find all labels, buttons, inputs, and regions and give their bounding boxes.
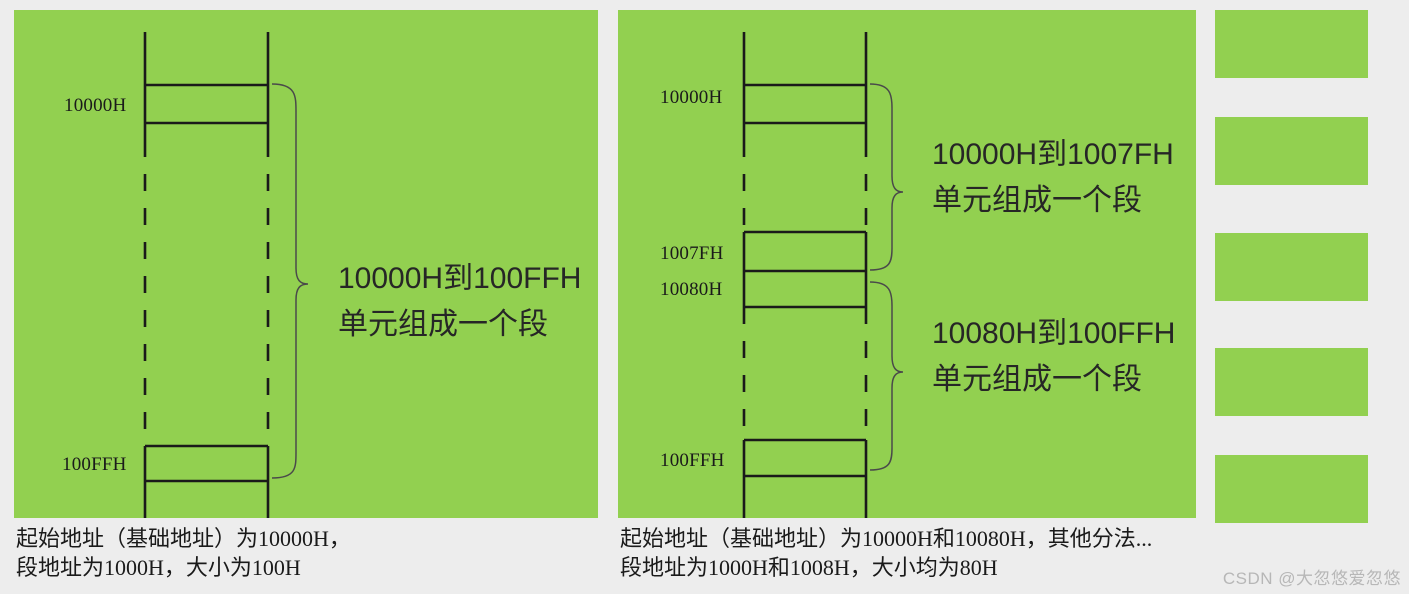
left-annotation-line-1: 10000H到100FFH bbox=[338, 262, 582, 295]
right-segment-2-annotation-line-2: 单元组成一个段 bbox=[932, 363, 1142, 396]
right-caption-line-2: 段地址为1000H和1008H，大小均为80H bbox=[620, 555, 998, 581]
left-caption-line-2: 段地址为1000H，大小为100H bbox=[16, 555, 301, 581]
right-segment-1-annotation-line-1: 10000H到1007FH bbox=[932, 138, 1174, 171]
right-caption: 起始地址（基础地址）为10000H和10080H，其他分法... 段地址为100… bbox=[620, 524, 1152, 583]
left-annotation-line-2: 单元组成一个段 bbox=[338, 308, 548, 341]
side-green-block-1 bbox=[1215, 10, 1368, 78]
right-segment-2-annotation-line-1: 10080H到100FFH bbox=[932, 317, 1176, 350]
left-address-label-10000h: 10000H bbox=[64, 95, 127, 116]
right-address-label-1007fh: 1007FH bbox=[660, 243, 724, 264]
left-caption: 起始地址（基础地址）为10000H， 段地址为1000H，大小为100H bbox=[16, 524, 351, 583]
right-address-label-10000h: 10000H bbox=[660, 87, 723, 108]
right-green-panel bbox=[618, 10, 1196, 518]
side-green-block-2 bbox=[1215, 117, 1368, 185]
side-green-block-4 bbox=[1215, 348, 1368, 416]
left-address-label-100ffh: 100FFH bbox=[62, 454, 127, 475]
side-green-block-5 bbox=[1215, 455, 1368, 523]
csdn-watermark: CSDN @大忽悠爱忽悠 bbox=[1222, 569, 1401, 588]
side-green-block-3 bbox=[1215, 233, 1368, 301]
right-address-label-10080h: 10080H bbox=[660, 279, 723, 300]
left-caption-line-1: 起始地址（基础地址）为10000H， bbox=[16, 526, 351, 551]
right-segment-1-annotation-line-2: 单元组成一个段 bbox=[932, 184, 1142, 217]
right-caption-line-1: 起始地址（基础地址）为10000H和10080H，其他分法... bbox=[620, 526, 1153, 551]
right-address-label-100ffh: 100FFH bbox=[660, 450, 725, 471]
